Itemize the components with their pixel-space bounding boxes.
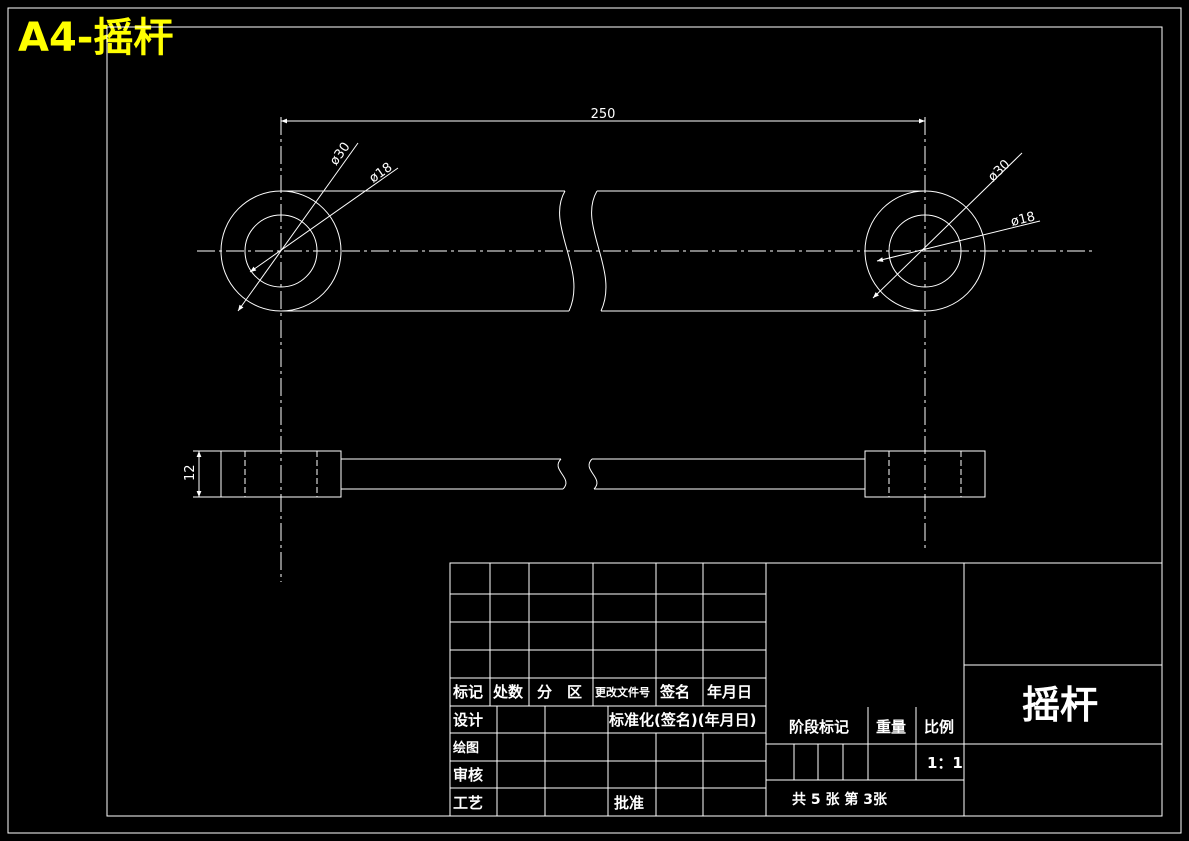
row-approve: 批准 [614,794,644,812]
dimension-dia30-right-label: ø30 [985,157,1013,185]
sheet-count: 共 5 张 第 3张 [792,791,888,808]
dimension-dia18-right-label: ø18 [1009,209,1036,229]
weight-label: 重量 [876,718,906,736]
outer-frame [7,7,1182,834]
row-review: 审核 [453,766,483,784]
row-process: 工艺 [453,794,483,812]
front-view [197,117,1095,582]
break-line-left [559,190,575,312]
left-boss-side [220,450,342,498]
header-zone: 分 区 [537,683,582,701]
row-standardization: 标准化(签名)(年月日) [608,711,756,729]
header-change-doc: 更改文件号 [595,685,650,699]
header-count: 处数 [492,683,524,701]
stage-mark-label: 阶段标记 [789,718,849,736]
leader-dia30-left [237,142,359,312]
dimension-dia18-left-label: ø18 [367,160,396,186]
break-line-side-left [557,458,567,490]
header-date: 年月日 [707,683,752,701]
part-name: 摇杆 [1022,683,1098,727]
right-boss-side [864,450,986,498]
leader-dia30-right [872,152,1023,299]
dimension-thickness-label: 12 [183,464,198,481]
header-signature: 签名 [659,683,690,701]
scale-label: 比例 [924,718,954,736]
left-boss-inner-circle [244,214,318,288]
leader-dia18-right [876,220,1041,262]
title-block-grid [449,562,1163,817]
dimension-length-label: 250 [591,107,616,122]
right-boss-inner-circle [888,214,962,288]
row-design: 设计 [453,711,483,729]
leader-dia18-left [249,167,399,273]
header-mark: 标记 [452,683,483,701]
break-line-right [591,190,607,312]
scale-value: 1：1 [927,754,963,772]
top-view [193,450,986,498]
row-drawing: 绘图 [453,740,479,756]
sheet-title: A4-摇杆 [18,15,174,61]
break-line-side-right [588,458,598,490]
